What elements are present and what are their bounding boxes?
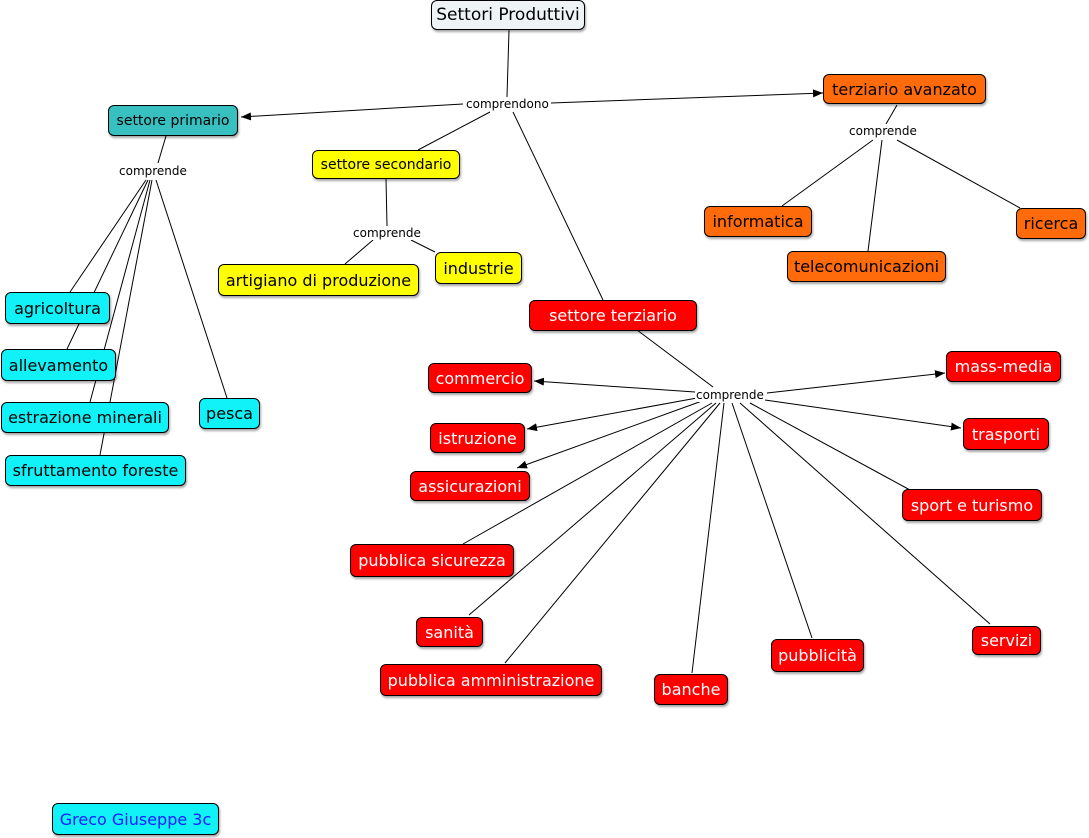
- sanita-node[interactable]: sanità: [416, 617, 483, 647]
- secondario-link-label: comprende: [352, 226, 422, 240]
- primario-link-label: comprende: [118, 164, 188, 178]
- settore-terziario-node[interactable]: settore terziario: [529, 300, 697, 331]
- pubblica-amministrazione-node[interactable]: pubblica amministrazione: [380, 664, 602, 696]
- link-root-to-label: [506, 29, 510, 98]
- link-to-artigiano: [344, 239, 374, 265]
- link-to-assicurazioni: [516, 400, 703, 469]
- servizi-node[interactable]: servizi: [972, 626, 1041, 655]
- link-to-settore-secondario: [417, 111, 491, 151]
- industrie-node[interactable]: industrie: [435, 252, 522, 284]
- terziario-link-label: comprende: [695, 388, 765, 402]
- root-link-label: comprendono: [465, 97, 550, 111]
- link-to-sport-e-turismo: [749, 402, 911, 491]
- informatica-node[interactable]: informatica: [704, 206, 812, 237]
- estrazione-minerali-node[interactable]: estrazione minerali: [1, 402, 169, 433]
- avanzato-link-label: comprende: [848, 124, 918, 138]
- link-to-settore-terziario: [512, 111, 604, 301]
- banche-node[interactable]: banche: [654, 674, 728, 705]
- link-to-pubblicita: [731, 402, 813, 639]
- assicurazioni-node[interactable]: assicurazioni: [410, 471, 530, 501]
- sfruttamento-foreste-node[interactable]: sfruttamento foreste: [5, 455, 186, 486]
- link-to-commercio: [533, 377, 696, 393]
- terziario-avanzato-node[interactable]: terziario avanzato: [823, 74, 986, 104]
- link-terziario-to-label: [636, 329, 714, 388]
- link-to-servizi: [739, 402, 991, 625]
- link-to-agricoltura: [69, 179, 147, 293]
- link-avanzato-to-label: [885, 104, 898, 125]
- mass-media-node[interactable]: mass-media: [946, 351, 1061, 382]
- allevamento-node[interactable]: allevamento: [1, 349, 116, 381]
- link-to-pesca: [155, 179, 228, 399]
- istruzione-node[interactable]: istruzione: [430, 423, 525, 453]
- link-to-ricerca: [896, 139, 1021, 209]
- link-primario-to-label: [157, 135, 167, 164]
- link-to-settore-primario: [240, 103, 464, 121]
- author-label[interactable]: Greco Giuseppe 3c: [52, 803, 219, 835]
- pubblicita-node[interactable]: pubblicità: [771, 639, 864, 672]
- ricerca-node[interactable]: ricerca: [1016, 208, 1086, 239]
- link-to-informatica: [781, 139, 874, 207]
- commercio-node[interactable]: commercio: [428, 363, 532, 393]
- root-node[interactable]: Settori Produttivi: [431, 0, 585, 30]
- sport-e-turismo-node[interactable]: sport e turismo: [902, 489, 1042, 521]
- link-to-industrie: [410, 239, 436, 253]
- settore-secondario-node[interactable]: settore secondario: [312, 150, 460, 179]
- pubblica-sicurezza-node[interactable]: pubblica sicurezza: [350, 544, 514, 577]
- link-to-sanita: [468, 402, 717, 616]
- telecomunicazioni-node[interactable]: telecomunicazioni: [787, 251, 946, 282]
- link-secondario-to-label: [385, 178, 388, 227]
- link-to-pubblica-sicurezza: [462, 402, 713, 545]
- link-to-trasporti: [764, 399, 962, 431]
- link-to-terziario-avanzato: [550, 89, 824, 104]
- link-to-pubblica-amministrazione: [504, 402, 721, 664]
- trasporti-node[interactable]: trasporti: [963, 418, 1049, 450]
- pesca-node[interactable]: pesca: [199, 398, 260, 429]
- agricoltura-node[interactable]: agricoltura: [5, 292, 110, 324]
- settore-primario-node[interactable]: settore primario: [108, 105, 238, 136]
- link-to-telecomunicazioni: [867, 139, 883, 252]
- link-to-istruzione: [526, 397, 698, 432]
- link-to-mass-media: [766, 370, 946, 394]
- link-to-banche: [691, 402, 725, 674]
- artigiano-di-produzione-node[interactable]: artigiano di produzione: [218, 264, 419, 296]
